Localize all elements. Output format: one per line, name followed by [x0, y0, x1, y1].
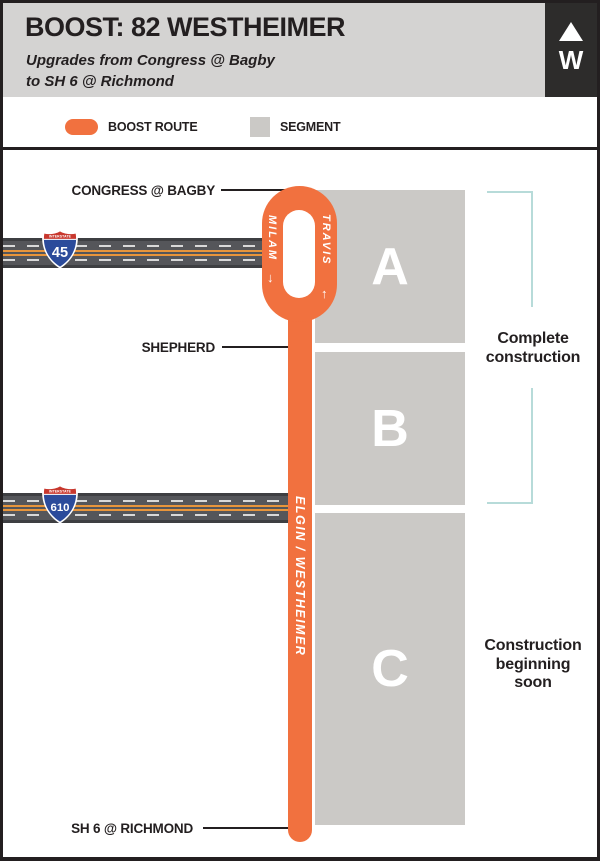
lane-dashes [3, 259, 262, 261]
street-label-travis: TRAVIS [320, 214, 332, 266]
segment-swatch [250, 117, 270, 137]
subtitle-line-1: Upgrades from Congress @ Bagby [26, 52, 275, 69]
boost-route-legend-label: BOOST ROUTE [108, 120, 198, 134]
interstate-45-shield-icon: INTERSTATE 45 [42, 229, 78, 269]
segment-a: A [315, 190, 465, 343]
segment-c-label: C [371, 640, 409, 698]
boost-route-line [288, 300, 312, 842]
page-title: BOOST: 82 WESTHEIMER [25, 12, 346, 42]
northbound-arrow-icon: ↑ [321, 286, 328, 301]
annotation-construction-beginning-soon: Construction beginning soon [484, 637, 582, 691]
median-lines [3, 250, 262, 256]
lane-dashes [3, 245, 262, 247]
pointer-line [203, 827, 288, 829]
map-divider-line [0, 147, 600, 150]
bracket-bottom [487, 502, 533, 504]
bracket-top [487, 191, 533, 193]
lane-dashes [3, 500, 288, 502]
segment-a-label: A [371, 237, 409, 296]
downtown-loop-hole [283, 210, 315, 298]
interstate-banner-text: INTERSTATE [49, 234, 72, 238]
segment-c: C [315, 513, 465, 825]
interstate-45-number: 45 [52, 245, 68, 261]
interstate-610-shield-icon: INTERSTATE 610 [42, 484, 78, 524]
street-label-milam: MILAM [266, 215, 278, 262]
page-subtitle: Upgrades from Congress @ Bagby to SH 6 @… [26, 50, 275, 92]
interstate-banner-text: INTERSTATE [49, 489, 72, 493]
stop-label-sh6-richmond: SH 6 @ RICHMOND [71, 821, 193, 836]
interstate-610-number: 610 [50, 502, 69, 514]
header [3, 3, 597, 97]
annotation-complete-construction: Complete construction [485, 330, 581, 366]
street-label-elgin-westheimer: ELGIN / WESTHEIMER [293, 496, 307, 657]
stop-label-congress-bagby: CONGRESS @ BAGBY [71, 183, 216, 198]
segment-b-label: B [371, 399, 409, 458]
compass-direction: W [558, 45, 584, 75]
segment-b: B [315, 352, 465, 505]
compass-box: W [545, 3, 597, 97]
subtitle-line-2: to SH 6 @ Richmond [26, 73, 174, 90]
bracket-vertical-lower [531, 388, 533, 502]
boost-route-swatch [65, 119, 98, 135]
pointer-line [221, 189, 296, 191]
lane-dashes [3, 514, 288, 516]
median-lines [3, 505, 288, 511]
southbound-arrow-icon: ↓ [267, 270, 274, 285]
stop-label-shepherd: SHEPHERD [141, 340, 216, 355]
compass-arrow-icon [559, 22, 583, 41]
pointer-line [222, 346, 288, 348]
bracket-vertical-upper [531, 191, 533, 307]
segment-legend-label: SEGMENT [280, 120, 341, 134]
